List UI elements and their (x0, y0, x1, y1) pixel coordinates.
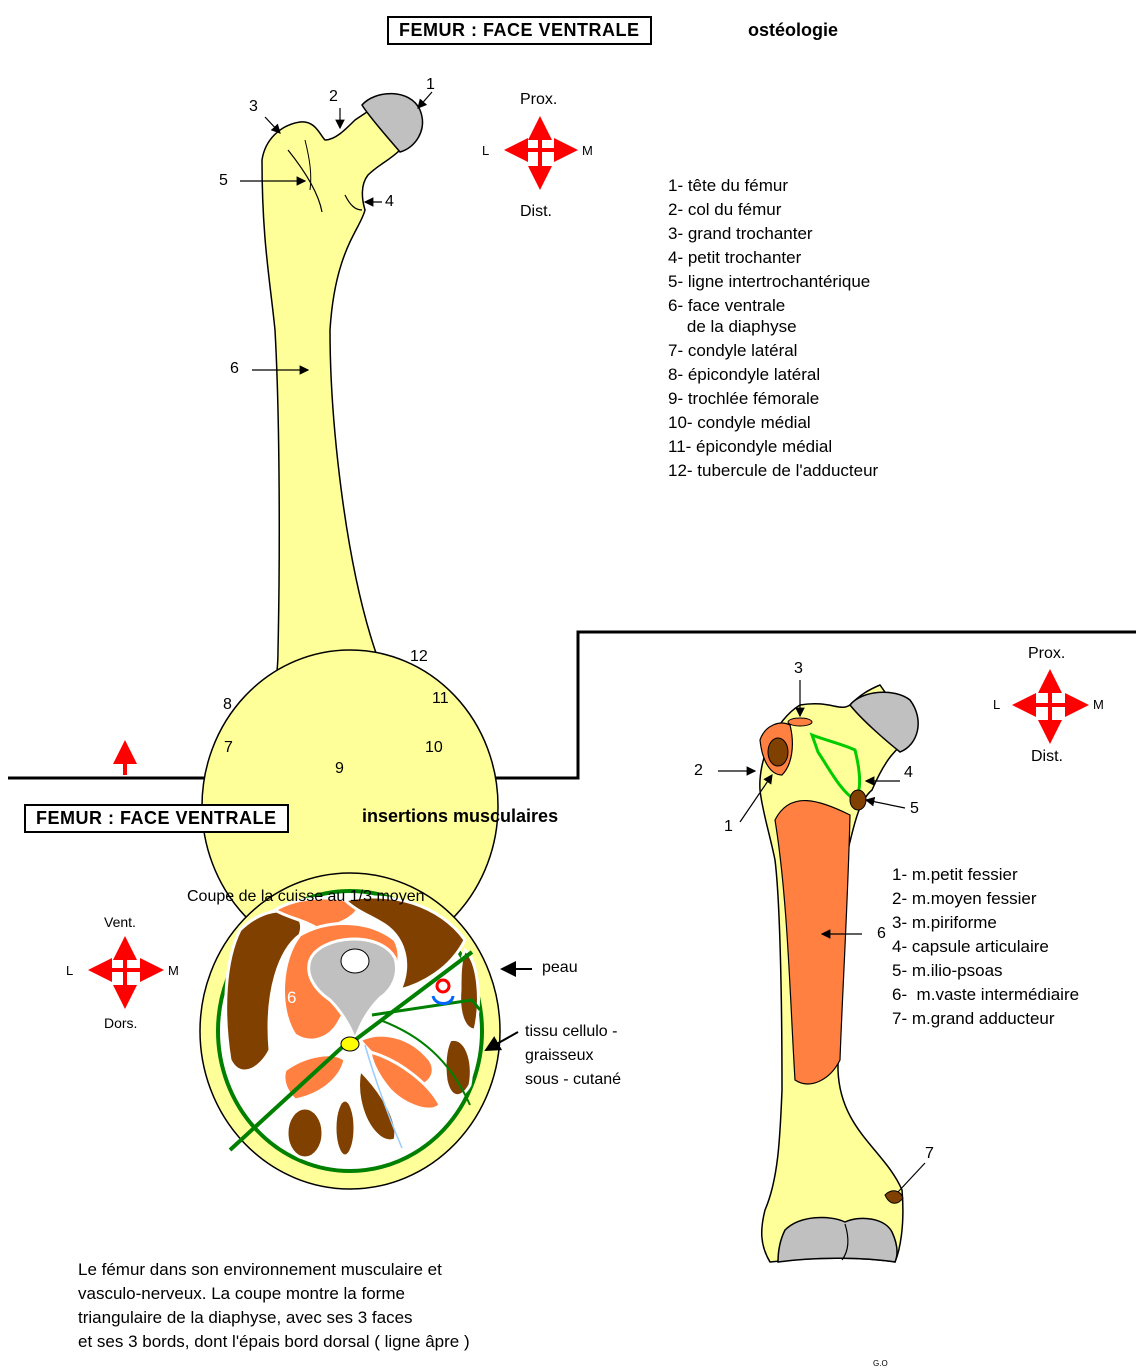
label-11-top: 11 (432, 690, 449, 708)
bottom-title: FEMUR : FACE VENTRALE (24, 804, 289, 833)
label-4-right: 4 (904, 764, 913, 782)
tissu-line: graisseux (525, 1044, 621, 1068)
legend-item: 11- épicondyle médial (668, 435, 878, 459)
biceps-femoris (287, 1108, 323, 1158)
legend-item: 2- col du fémur (668, 198, 878, 222)
label-9-top: 9 (335, 760, 344, 778)
label-3-right: 3 (794, 660, 803, 678)
orientation-m-section: M (168, 963, 179, 978)
legend-item: 4- petit trochanter (668, 246, 878, 270)
label-7-top: 7 (224, 739, 233, 757)
legend-item: 9- trochlée fémorale (668, 387, 878, 411)
orientation-dors: Dors. (104, 1015, 137, 1031)
caption-line: vasculo-nerveux. La coupe montre la form… (78, 1282, 470, 1306)
orientation-l-top: L (482, 143, 489, 158)
medullary-cavity (341, 949, 369, 973)
legend-item: 5- m.ilio-psoas (892, 959, 1079, 983)
label-8-top: 8 (223, 696, 232, 714)
label-6-right: 6 (877, 925, 886, 943)
legend-item: 8- épicondyle latéral (668, 363, 878, 387)
label-5-right: 5 (910, 800, 919, 818)
signature: G.O (873, 1359, 888, 1368)
label-1-top: 1 (426, 76, 435, 94)
legend-item: 4- capsule articulaire (892, 935, 1079, 959)
legend-item: 12- tubercule de l'adducteur (668, 459, 878, 483)
legend-item: 7- m.grand adducteur (892, 1007, 1079, 1031)
label-3-top: 3 (249, 98, 258, 116)
label-subcutaneous: tissu cellulo - graisseux sous - cutané (525, 1020, 621, 1092)
legend-item: 3- grand trochanter (668, 222, 878, 246)
caption-line: et ses 3 bords, dont l'épais bord dorsal… (78, 1330, 470, 1354)
legend-item: 1- tête du fémur (668, 174, 878, 198)
caption-line: triangulaire de la diaphyse, avec ses 3 … (78, 1306, 470, 1330)
cross-section-body (200, 873, 532, 1189)
gracilis (445, 1039, 471, 1095)
femoral-artery (437, 980, 449, 992)
orientation-l-section: L (66, 963, 73, 978)
label-5-top: 5 (219, 172, 228, 190)
label-2-right: 2 (694, 762, 703, 780)
label-1-right: 1 (724, 818, 733, 836)
legend-item: 10- condyle médial (668, 411, 878, 435)
tissu-line: sous - cutané (525, 1068, 621, 1092)
orientation-prox-right: Prox. (1028, 645, 1065, 663)
legend-item: 5- ligne intertrochantérique (668, 270, 878, 294)
caption-line: Le fémur dans son environnement musculai… (78, 1258, 470, 1282)
orientation-dist-right: Dist. (1031, 748, 1063, 766)
legend-item: 6- m.vaste intermédiaire (892, 983, 1079, 1007)
label-12-top: 12 (410, 648, 428, 666)
semitendinosus (335, 1100, 355, 1156)
sciatic-nerve (341, 1037, 359, 1051)
label-6-top: 6 (230, 360, 239, 378)
section-label-6: 6 (287, 988, 296, 1008)
orientation-dist-top: Dist. (520, 203, 552, 221)
label-10-top: 10 (425, 739, 443, 757)
label-skin: peau (542, 959, 578, 977)
section-title: Coupe de la cuisse au 1/3 moyen (187, 888, 424, 906)
insertions-legend: 1- m.petit fessier 2- m.moyen fessier 3-… (892, 863, 1079, 1031)
orientation-m-top: M (582, 143, 593, 158)
legend-item: de la diaphyse (668, 315, 878, 339)
legend-item: 1- m.petit fessier (892, 863, 1079, 887)
label-4-top: 4 (385, 193, 394, 211)
label-2-top: 2 (329, 88, 338, 106)
section-caption: Le fémur dans son environnement musculai… (78, 1258, 470, 1354)
legend-item: 2- m.moyen fessier (892, 887, 1079, 911)
orientation-vent: Vent. (104, 914, 136, 930)
osteology-legend: 1- tête du fémur 2- col du fémur 3- gran… (668, 174, 878, 483)
orientation-l-right: L (993, 697, 1000, 712)
legend-item: 3- m.piriforme (892, 911, 1079, 935)
legend-item: 7- condyle latéral (668, 339, 878, 363)
tissu-line: tissu cellulo - (525, 1020, 621, 1044)
label-7-right: 7 (925, 1145, 934, 1163)
bottom-subtitle: insertions musculaires (362, 806, 558, 827)
orientation-m-right: M (1093, 697, 1104, 712)
orientation-prox-top: Prox. (520, 91, 557, 109)
